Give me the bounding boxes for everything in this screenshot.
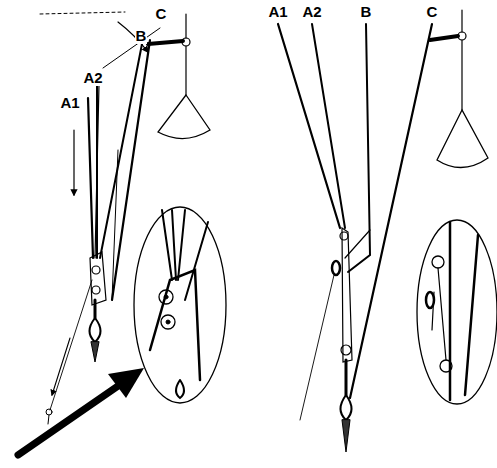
riser-label: A1 [59,95,80,111]
riser-label: B [135,28,148,44]
riser-label: A2 [82,70,103,86]
riser-label: B [360,4,373,20]
riser-label: A2 [301,4,322,20]
riser-label: C [155,6,168,22]
riser-label: A1 [267,4,288,20]
riser-label: C [426,4,439,20]
